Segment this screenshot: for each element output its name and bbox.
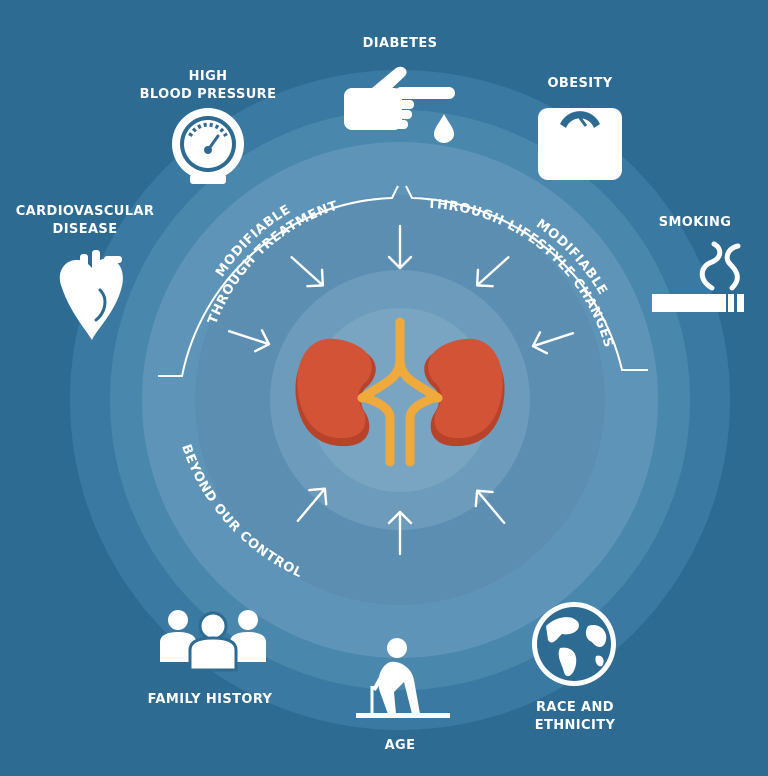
arrows <box>227 224 575 556</box>
obesity-label: OBESITY <box>547 76 613 91</box>
elderly-person-icon <box>356 638 450 718</box>
hand-drop-icon <box>344 66 455 143</box>
lifestyle-bracket <box>405 185 648 371</box>
arrow-icon <box>227 329 271 353</box>
group-brackets <box>158 185 648 377</box>
treatment-bracket <box>158 185 399 377</box>
gauge-icon <box>172 108 244 184</box>
globe-icon <box>532 602 616 686</box>
arrow-icon <box>387 510 413 556</box>
arrow-icon <box>475 256 510 288</box>
arrow-icon <box>531 331 575 355</box>
cigarette-icon <box>652 241 744 312</box>
heart-icon <box>59 250 123 340</box>
arrow-icon <box>474 489 506 525</box>
people-icon <box>160 610 266 672</box>
arrow-icon <box>296 487 328 523</box>
family-history-label: FAMILY HISTORY <box>147 692 273 707</box>
diabetes-label: DIABETES <box>362 36 438 51</box>
smoking-label: SMOKING <box>658 215 732 230</box>
scale-icon <box>538 108 622 180</box>
arrow-icon <box>387 224 413 270</box>
age-label: AGE <box>384 738 416 753</box>
kidneys-icon <box>295 317 505 467</box>
arrow-icon <box>290 256 325 288</box>
concentric-rings <box>70 70 730 730</box>
